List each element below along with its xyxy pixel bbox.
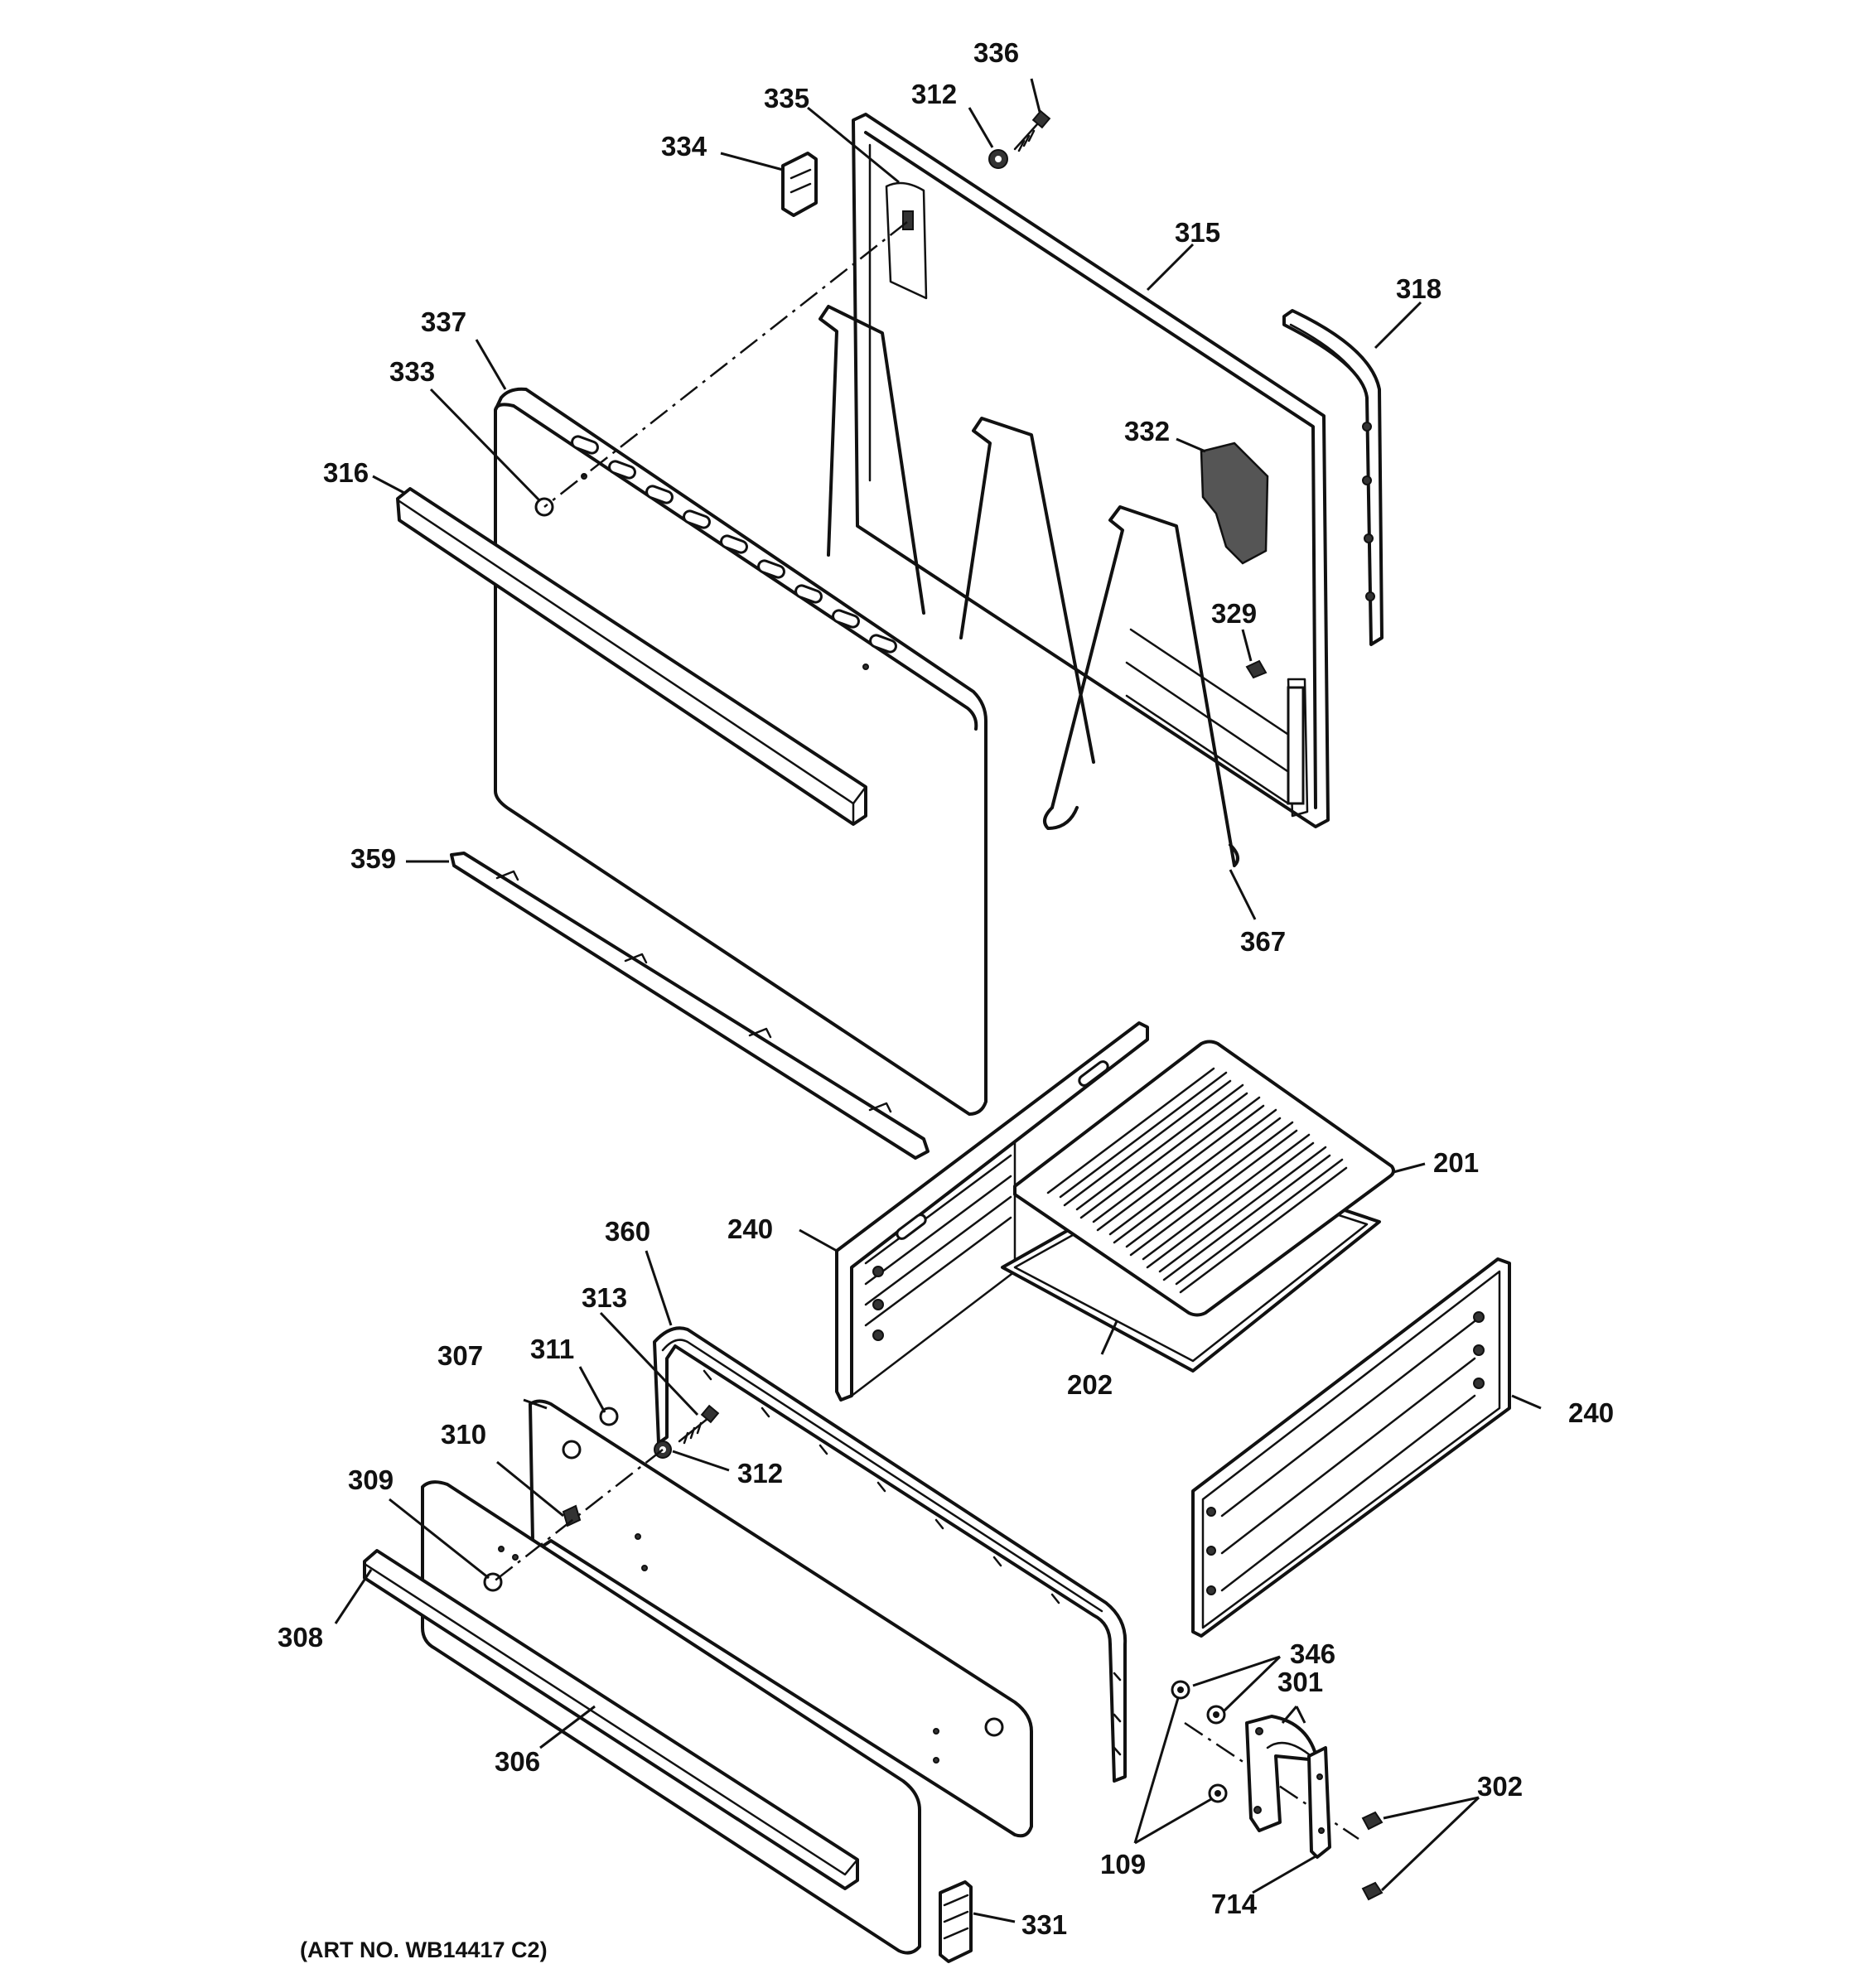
callout-336: 336 xyxy=(973,37,1019,68)
door-side-trim-318 xyxy=(1282,309,1384,646)
vent-slots xyxy=(571,435,897,654)
leader-lines xyxy=(334,78,1542,1923)
wire-hanger-367 xyxy=(1043,505,1239,867)
screw-336 xyxy=(1013,109,1051,152)
alignment-line-upper xyxy=(543,221,908,508)
callout-306: 306 xyxy=(495,1746,540,1777)
callout-337: 337 xyxy=(421,306,466,337)
callout-335: 335 xyxy=(764,83,809,113)
callout-346: 346 xyxy=(1290,1638,1335,1669)
grommets-109 xyxy=(1171,1680,1228,1803)
door-bottom-trim-359 xyxy=(450,852,930,1160)
callout-329: 329 xyxy=(1211,598,1257,629)
wire-hanger-1 xyxy=(819,305,925,615)
callout-240-right: 240 xyxy=(1568,1397,1614,1428)
callout-311: 311 xyxy=(530,1334,574,1364)
callout-367: 367 xyxy=(1240,926,1286,957)
callout-109: 109 xyxy=(1100,1849,1146,1879)
screw-329 xyxy=(1245,659,1268,679)
callout-312-top: 312 xyxy=(911,79,957,109)
hinge-arm-714 xyxy=(1307,1746,1331,1859)
callout-315: 315 xyxy=(1175,217,1220,248)
callout-334: 334 xyxy=(661,131,707,162)
callout-318: 318 xyxy=(1396,273,1441,304)
bracket-331 xyxy=(939,1880,973,1963)
screws-302 xyxy=(1361,1811,1384,1901)
screw-313 xyxy=(678,1404,720,1445)
insulation-block-332 xyxy=(1200,442,1269,565)
callout-331: 331 xyxy=(1021,1909,1067,1940)
wire-hanger-2 xyxy=(959,417,1095,764)
door-hinge-latch-335 xyxy=(885,181,928,300)
callout-labels: 336 335 312 334 315 318 337 333 316 332 … xyxy=(278,37,1614,1940)
door-inner-liner-315 xyxy=(852,113,1330,828)
callout-302: 302 xyxy=(1477,1771,1523,1802)
outer-door-panel-337 xyxy=(494,387,988,1116)
callout-310: 310 xyxy=(441,1419,486,1450)
callout-360: 360 xyxy=(605,1216,650,1247)
washer-312-top xyxy=(988,149,1008,169)
art-number: (ART NO. WB14417 C2) xyxy=(300,1937,548,1962)
callout-316: 316 xyxy=(323,457,369,488)
side-panel-240-left xyxy=(835,1021,1149,1402)
callout-714: 714 xyxy=(1211,1889,1258,1919)
callout-312-bottom: 312 xyxy=(737,1458,783,1489)
callout-240-left: 240 xyxy=(727,1214,773,1244)
callout-333: 333 xyxy=(389,356,435,387)
callout-307: 307 xyxy=(437,1340,483,1371)
callout-332: 332 xyxy=(1124,416,1170,446)
side-panel-240-right xyxy=(1191,1257,1511,1638)
callout-359: 359 xyxy=(350,843,396,874)
callout-313: 313 xyxy=(582,1282,627,1313)
drawer-inner-liner-360 xyxy=(653,1326,1128,1783)
callout-309: 309 xyxy=(348,1464,394,1495)
drawer-panel-307 xyxy=(529,1399,1033,1838)
callout-202: 202 xyxy=(1067,1369,1113,1400)
broiler-grid-201 xyxy=(1013,1040,1396,1317)
callout-308: 308 xyxy=(278,1622,323,1653)
callout-201: 201 xyxy=(1433,1147,1479,1178)
hinge-bracket-334 xyxy=(781,152,818,217)
callout-301: 301 xyxy=(1277,1667,1323,1697)
hinge-301 xyxy=(1245,1715,1319,1832)
clip-310 xyxy=(562,1504,582,1527)
door-handle-316 xyxy=(396,487,867,826)
